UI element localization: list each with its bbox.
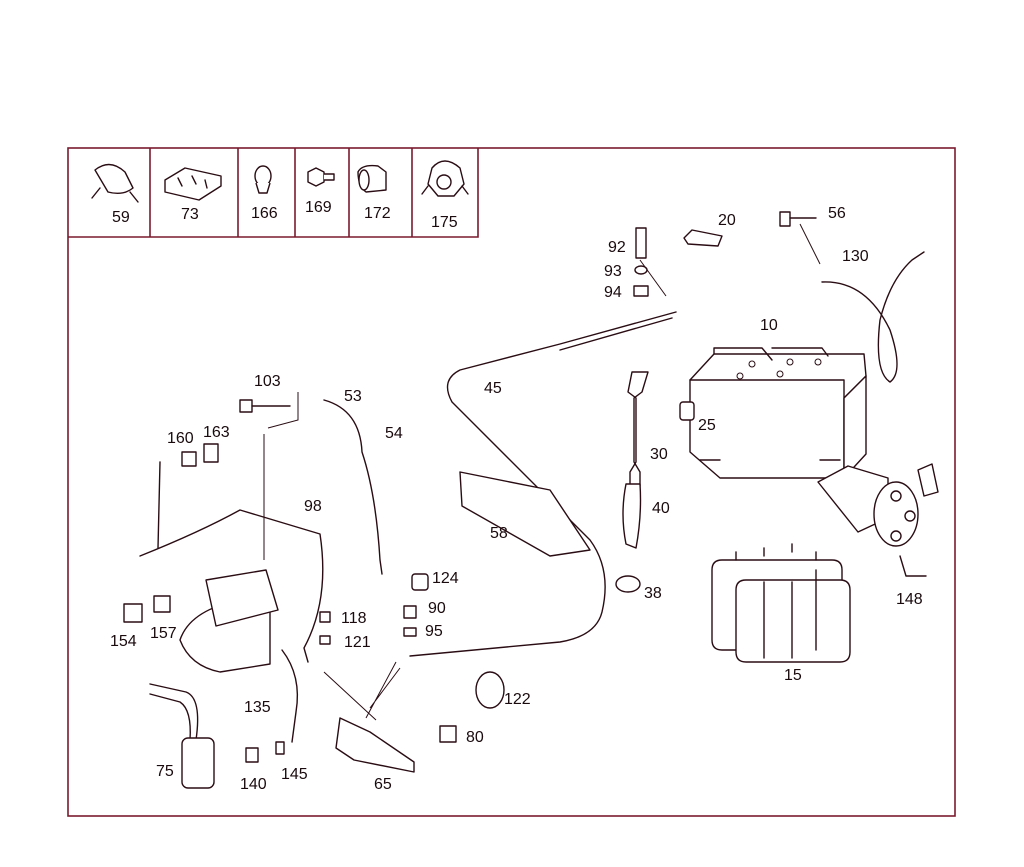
callout-145: 145: [281, 766, 308, 783]
callout-30: 30: [650, 446, 668, 463]
callout-98: 98: [304, 498, 322, 515]
callout-53: 53: [344, 388, 362, 405]
part-label-166: 166: [251, 205, 278, 222]
part-label-172: 172: [364, 205, 391, 222]
callout-92: 92: [608, 239, 626, 256]
callout-38: 38: [644, 585, 662, 602]
callout-118: 118: [341, 610, 367, 627]
part-label-73: 73: [181, 206, 199, 223]
callout-45: 45: [484, 380, 502, 397]
callout-154: 154: [110, 633, 137, 650]
callout-40: 40: [652, 500, 670, 517]
callout-157: 157: [150, 625, 177, 642]
callout-124: 124: [432, 570, 459, 587]
battery-10-drawing: [689, 347, 867, 479]
callout-103: 103: [254, 373, 281, 390]
diagram-frame: [67, 147, 956, 817]
callout-56: 56: [828, 205, 846, 222]
small-components: [123, 211, 817, 789]
callout-93: 93: [604, 263, 622, 280]
callout-122: 122: [504, 691, 531, 708]
sleeve-172-icon: [357, 164, 387, 193]
clamp-175-icon: [421, 160, 469, 197]
callout-135: 135: [244, 699, 271, 716]
callout-160: 160: [167, 430, 194, 447]
callout-10: 10: [760, 317, 778, 334]
callout-75: 75: [156, 763, 174, 780]
callout-54: 54: [385, 425, 403, 442]
part-label-175: 175: [431, 214, 458, 231]
clip-59-icon: [91, 163, 139, 203]
callout-labels: 20 56 92 93 94 130 10 45 103 53 54 160 1…: [110, 205, 923, 793]
callout-65: 65: [374, 776, 392, 793]
callout-20: 20: [718, 212, 736, 229]
leader-lines: [263, 223, 821, 721]
callout-121: 121: [344, 634, 371, 651]
callout-15: 15: [784, 667, 802, 684]
small-parts-header: 59 73 166 169 172 175: [68, 148, 479, 238]
cables: [139, 251, 925, 743]
callout-90: 90: [428, 600, 446, 617]
bolt-169-icon: [307, 167, 335, 187]
callout-25: 25: [698, 417, 716, 434]
callout-140: 140: [240, 776, 267, 793]
battery-pack-15-drawing: [711, 543, 851, 663]
callout-80: 80: [466, 729, 484, 746]
part-label-59: 59: [112, 209, 130, 226]
grommet-166-icon: [254, 165, 272, 194]
callout-58: 58: [490, 525, 508, 542]
callout-94: 94: [604, 284, 622, 301]
callout-95: 95: [425, 623, 443, 640]
part-label-169: 169: [305, 199, 332, 216]
callout-130: 130: [842, 248, 869, 265]
callout-163: 163: [203, 424, 230, 441]
callout-148: 148: [896, 591, 923, 608]
retainer-73-icon: [164, 167, 222, 201]
switch-148-drawing: [817, 463, 939, 577]
